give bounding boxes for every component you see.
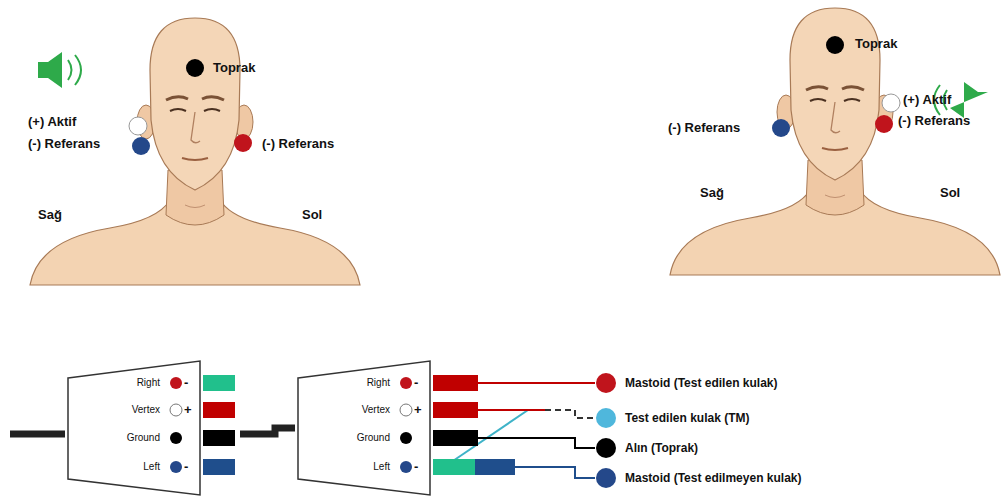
electrode-label: (-) Referans xyxy=(28,137,100,151)
electrode-dot xyxy=(595,467,617,489)
channel-name: Ground xyxy=(357,433,390,443)
electrode-label: Toprak xyxy=(855,37,897,51)
channel-name: Right xyxy=(367,378,390,388)
electrode-label: Sağ xyxy=(700,186,724,200)
electrode-connector-box: Right - Vertex + GroundLeft - xyxy=(295,358,515,498)
electrode-label: Sağ xyxy=(38,208,62,222)
site-label: Mastoid (Test edilen kulak) xyxy=(625,377,777,389)
electrode-label: Toprak xyxy=(213,61,255,75)
electrode-connector-box: Right - Vertex + GroundLeft - xyxy=(65,358,240,498)
electrode-site: Test edilen kulak (TM) xyxy=(595,407,754,429)
site-label: Alın (Toprak) xyxy=(625,442,698,454)
lead-wire xyxy=(240,428,295,434)
polarity-sign: + xyxy=(184,403,192,416)
electrode-label: (+) Aktif xyxy=(903,93,951,107)
lead-wire xyxy=(515,383,595,384)
electrode-site: Alın (Toprak) xyxy=(595,437,703,459)
lead-wire xyxy=(515,467,595,478)
electrode-label: (-) Referans xyxy=(262,137,334,151)
electrode-site: Mastoid (Test edilen kulak) xyxy=(595,372,782,394)
polarity-sign: + xyxy=(414,403,422,416)
electrode-label: Sol xyxy=(940,186,960,200)
electrode-dot xyxy=(595,372,617,394)
polarity-sign: - xyxy=(184,460,188,473)
electrode-label: Sol xyxy=(302,208,322,222)
channel-name: Left xyxy=(143,462,160,472)
polarity-sign: - xyxy=(414,376,418,389)
lead-wire xyxy=(515,438,595,448)
electrode-label: (+) Aktif xyxy=(28,115,76,129)
polarity-sign: - xyxy=(414,460,418,473)
electrode-dot xyxy=(595,437,617,459)
channel-name: Ground xyxy=(127,433,160,443)
site-label: Test edilen kulak (TM) xyxy=(625,412,749,424)
electrode-dot xyxy=(595,407,617,429)
electrode-label: (-) Referans xyxy=(668,121,740,135)
channel-name: Left xyxy=(373,462,390,472)
site-label: Mastoid (Test edilmeyen kulak) xyxy=(625,472,802,484)
channel-name: Right xyxy=(137,378,160,388)
lead-wire xyxy=(515,410,595,418)
connector-shape xyxy=(295,358,515,498)
electrode-site: Mastoid (Test edilmeyen kulak) xyxy=(595,467,806,489)
polarity-sign: - xyxy=(184,376,188,389)
electrode-label: (-) Referans xyxy=(898,114,970,128)
channel-name: Vertex xyxy=(132,405,160,415)
channel-name: Vertex xyxy=(362,405,390,415)
